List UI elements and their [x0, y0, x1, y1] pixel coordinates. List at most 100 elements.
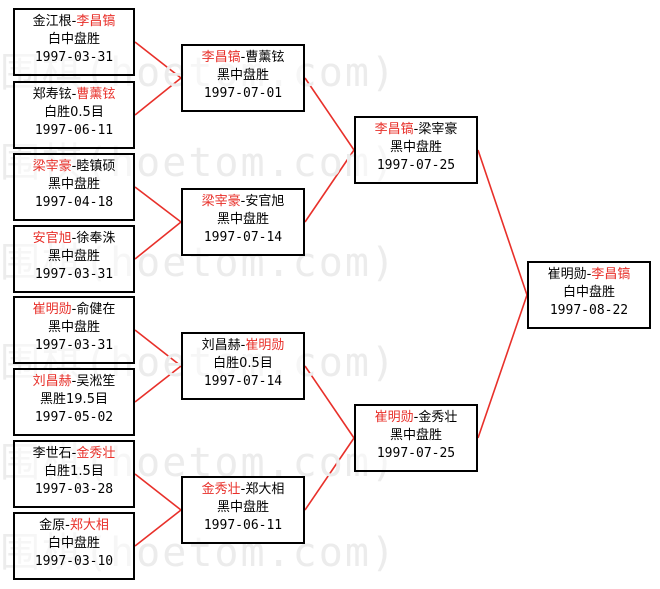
match-result: 黑胜19.5目 — [40, 392, 108, 407]
match-date: 1997-07-25 — [376, 446, 456, 461]
player-one: 刘昌赫 — [32, 374, 72, 389]
match-players: 崔明勋-金秀壮 — [374, 410, 458, 425]
match-players: 崔明勋-李昌镐 — [547, 267, 631, 282]
player-two: 郑大相 — [245, 482, 285, 497]
match-result: 白胜0.5目 — [213, 356, 273, 371]
match-result: 黑中盘胜 — [389, 428, 442, 443]
player-one: 金江根 — [32, 14, 72, 29]
match-players: 李世石-金秀壮 — [32, 446, 116, 461]
player-two: 郑大相 — [69, 518, 109, 533]
match-date: 1997-04-18 — [34, 195, 114, 210]
connector-r2m2-r3m1 — [304, 149, 355, 223]
match-players: 安官旭-徐奉洙 — [32, 231, 116, 246]
match-box-r1m2: 郑寿铉-曹薰铉 白胜0.5目 1997-06-11 — [13, 81, 135, 149]
player-one: 安官旭 — [32, 231, 72, 246]
match-date: 1997-03-10 — [34, 554, 114, 569]
player-two: 李昌镐 — [591, 267, 631, 282]
match-result: 白胜0.5目 — [44, 105, 104, 120]
match-result: 白中盘胜 — [562, 285, 615, 300]
match-box-r3m1: 李昌镐-梁宰豪 黑中盘胜 1997-07-25 — [354, 116, 478, 184]
match-date: 1997-08-22 — [549, 303, 629, 318]
match-box-r2m3: 刘昌赫-崔明勋 白胜0.5目 1997-07-14 — [181, 332, 305, 400]
player-one: 金原 — [39, 518, 66, 533]
player-one: 郑寿铉 — [32, 87, 72, 102]
match-result: 白中盘胜 — [47, 32, 100, 47]
player-one: 李世石 — [32, 446, 72, 461]
connector-r1m5-r2m3 — [134, 329, 182, 367]
player-two: 梁宰豪 — [418, 122, 458, 137]
match-players: 刘昌赫-吴淞笙 — [32, 374, 116, 389]
player-two: 吴淞笙 — [76, 374, 116, 389]
player-two: 俞健在 — [76, 302, 116, 317]
match-date: 1997-07-14 — [203, 374, 283, 389]
match-date: 1997-03-31 — [34, 338, 114, 353]
player-one: 崔明勋 — [374, 410, 414, 425]
match-players: 李昌镐-曹薰铉 — [201, 50, 285, 65]
connector-r1m3-r2m2 — [134, 186, 182, 223]
player-one: 刘昌赫 — [201, 338, 241, 353]
player-two: 崔明勋 — [245, 338, 285, 353]
match-box-r3m2: 崔明勋-金秀壮 黑中盘胜 1997-07-25 — [354, 404, 478, 472]
player-two: 金秀壮 — [76, 446, 116, 461]
match-result: 黑中盘胜 — [216, 68, 269, 83]
connector-r1m4-r2m2 — [134, 221, 182, 260]
match-players: 金原-郑大相 — [39, 518, 109, 533]
player-one: 梁宰豪 — [201, 194, 241, 209]
match-box-r2m1: 李昌镐-曹薰铉 黑中盘胜 1997-07-01 — [181, 44, 305, 112]
match-date: 1997-06-11 — [34, 123, 114, 138]
player-two: 安官旭 — [245, 194, 285, 209]
match-players: 梁宰豪-睦镇硕 — [32, 159, 116, 174]
match-result: 黑中盘胜 — [47, 320, 100, 335]
match-date: 1997-03-31 — [34, 267, 114, 282]
match-players: 金江根-李昌镐 — [32, 14, 116, 29]
player-one: 李昌镐 — [374, 122, 414, 137]
connector-r3m2-final — [477, 294, 528, 439]
match-box-final: 崔明勋-李昌镐 白中盘胜 1997-08-22 — [527, 261, 651, 329]
match-box-r1m6: 刘昌赫-吴淞笙 黑胜19.5目 1997-05-02 — [13, 368, 135, 436]
match-date: 1997-03-28 — [34, 482, 114, 497]
player-two: 睦镇硕 — [76, 159, 116, 174]
match-players: 郑寿铉-曹薰铉 — [32, 87, 116, 102]
connector-r2m3-r3m2 — [304, 365, 355, 439]
match-date: 1997-07-01 — [203, 86, 283, 101]
match-players: 崔明勋-俞健在 — [32, 302, 116, 317]
player-one: 崔明勋 — [32, 302, 72, 317]
match-box-r1m4: 安官旭-徐奉洙 黑中盘胜 1997-03-31 — [13, 225, 135, 293]
match-date: 1997-07-25 — [376, 158, 456, 173]
match-date: 1997-03-31 — [34, 50, 114, 65]
player-two: 金秀壮 — [418, 410, 458, 425]
match-result: 黑中盘胜 — [216, 500, 269, 515]
player-two: 曹薰铉 — [245, 50, 285, 65]
match-box-r2m4: 金秀壮-郑大相 黑中盘胜 1997-06-11 — [181, 476, 305, 544]
match-date: 1997-05-02 — [34, 410, 114, 425]
match-box-r1m7: 李世石-金秀壮 白胜1.5目 1997-03-28 — [13, 440, 135, 508]
match-players: 梁宰豪-安官旭 — [201, 194, 285, 209]
match-date: 1997-07-14 — [203, 230, 283, 245]
player-two: 曹薰铉 — [76, 87, 116, 102]
match-result: 白胜1.5目 — [44, 464, 104, 479]
connector-r1m1-r2m1 — [134, 41, 182, 79]
match-box-r1m1: 金江根-李昌镐 白中盘胜 1997-03-31 — [13, 8, 135, 76]
connector-r3m1-final — [477, 149, 528, 296]
player-one: 梁宰豪 — [32, 159, 72, 174]
player-one: 李昌镐 — [201, 50, 241, 65]
player-one: 崔明勋 — [547, 267, 587, 282]
match-players: 金秀壮-郑大相 — [201, 482, 285, 497]
player-one: 金秀壮 — [201, 482, 241, 497]
match-date: 1997-06-11 — [203, 518, 283, 533]
match-box-r2m2: 梁宰豪-安官旭 黑中盘胜 1997-07-14 — [181, 188, 305, 256]
connector-r1m8-r2m4 — [134, 509, 182, 547]
match-result: 黑中盘胜 — [216, 212, 269, 227]
match-players: 刘昌赫-崔明勋 — [201, 338, 285, 353]
connector-r1m6-r2m3 — [134, 365, 182, 403]
match-box-r1m5: 崔明勋-俞健在 黑中盘胜 1997-03-31 — [13, 296, 135, 364]
match-result: 白中盘胜 — [47, 536, 100, 551]
connector-r2m4-r3m2 — [304, 437, 355, 511]
player-two: 李昌镐 — [76, 14, 116, 29]
connector-r1m2-r2m1 — [134, 77, 182, 116]
match-result: 黑中盘胜 — [389, 140, 442, 155]
match-result: 黑中盘胜 — [47, 177, 100, 192]
match-result: 黑中盘胜 — [47, 249, 100, 264]
player-two: 徐奉洙 — [76, 231, 116, 246]
